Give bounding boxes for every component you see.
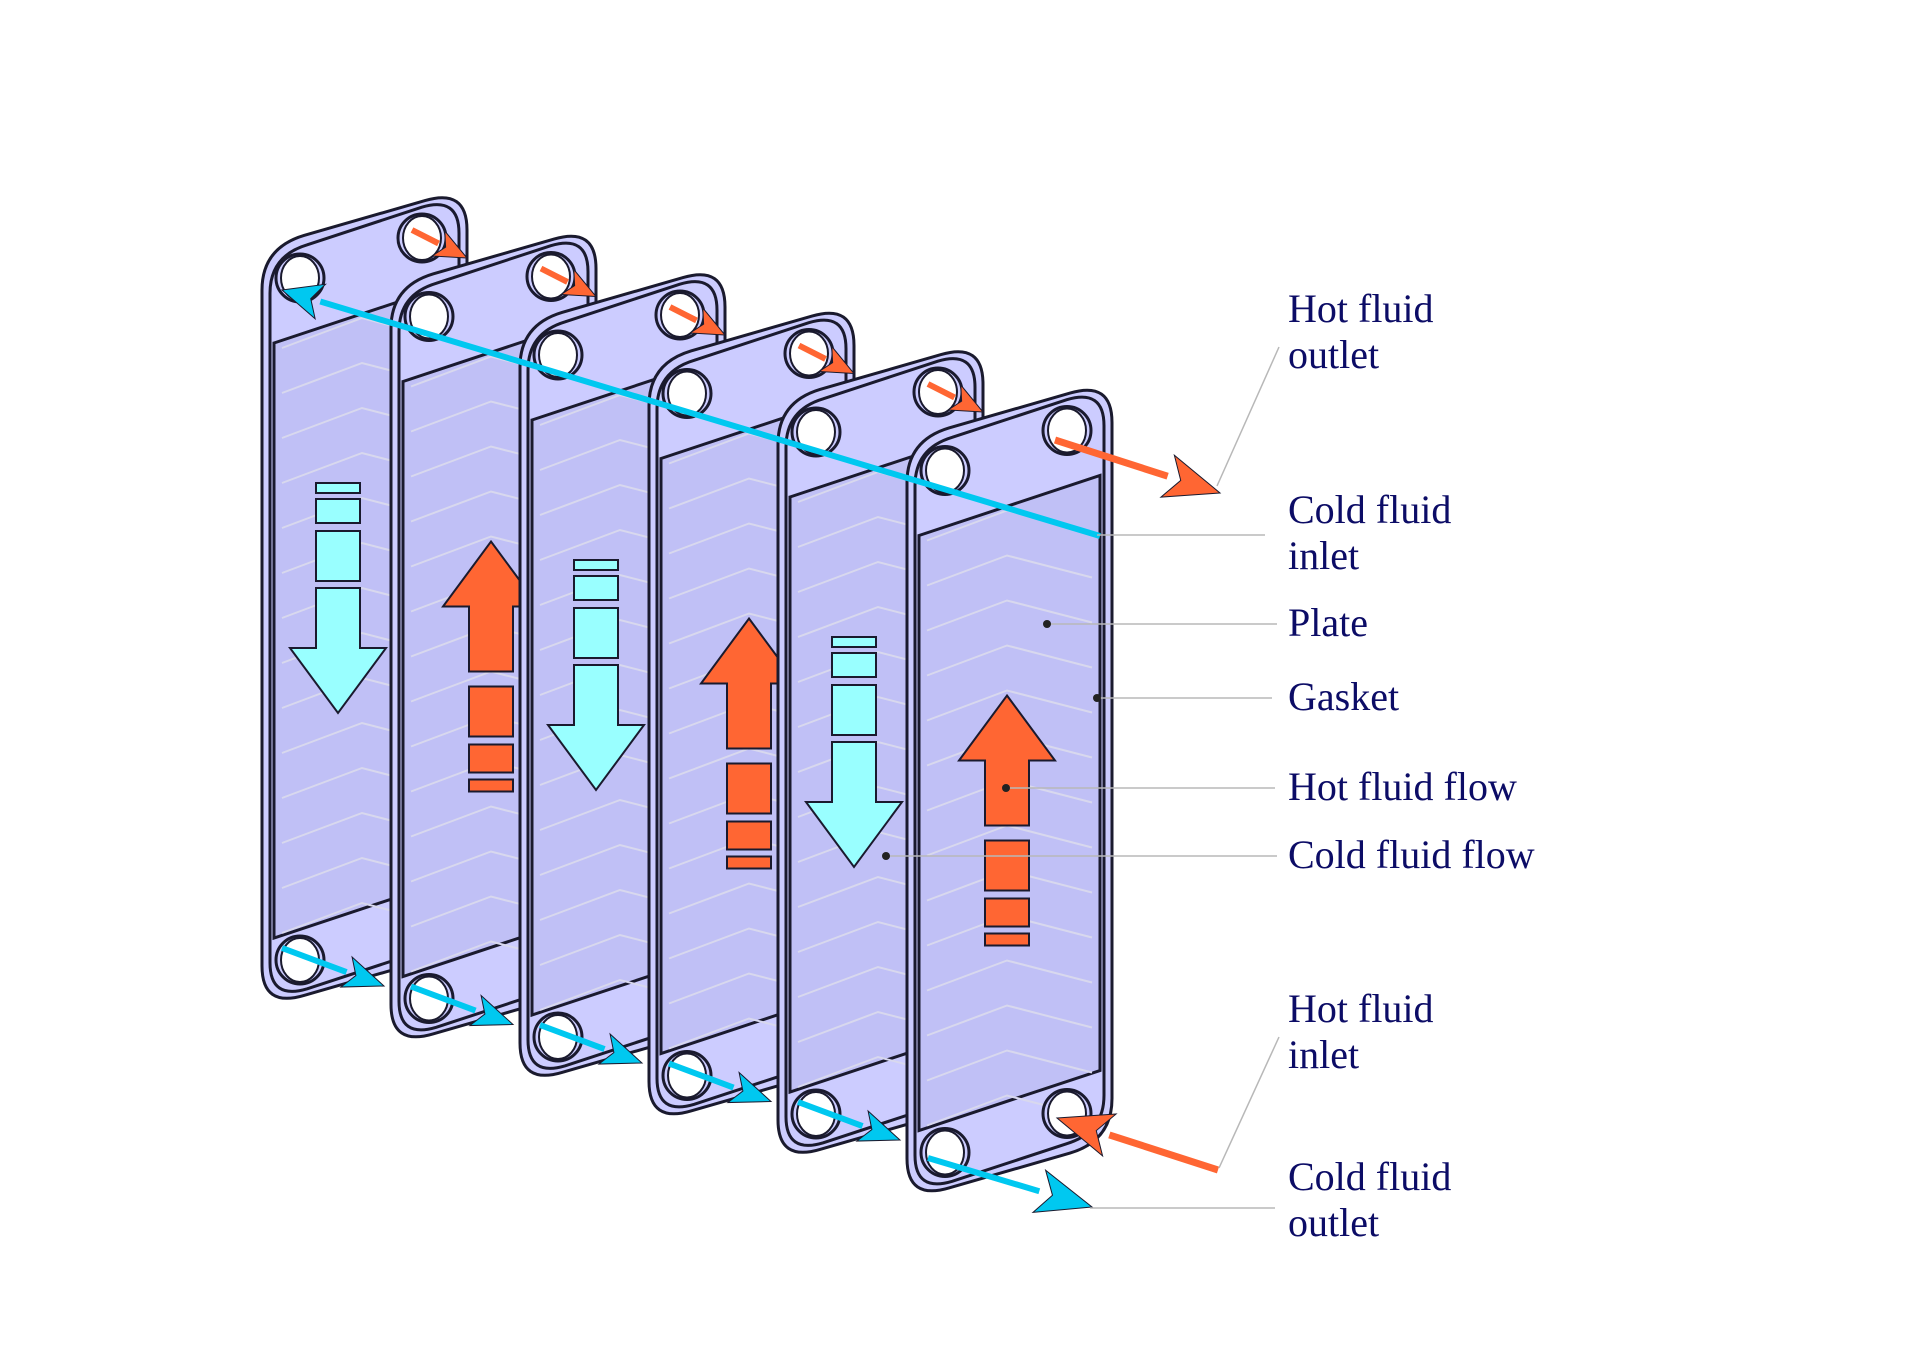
cold-flow-arrow-seg-0 <box>315 482 361 494</box>
hot-outlet-shaft <box>1053 436 1169 480</box>
cold-port-arrow-shaft <box>667 1060 735 1091</box>
dot-cold-flow <box>882 852 890 860</box>
cold-flow-arrow-seg-2 <box>315 530 361 582</box>
label-cold-fluid-outlet-l2: outlet <box>1288 1200 1379 1245</box>
hot-flow-arrow-seg-1 <box>468 743 514 774</box>
label-hot-fluid-outlet-l2: outlet <box>1288 332 1379 377</box>
chevron-line <box>926 689 1093 722</box>
plate-stack <box>260 196 1222 1213</box>
hot-port-arrow-head <box>817 345 856 375</box>
cold-flow-arrow-seg-2 <box>573 607 619 659</box>
cold-inlet-shaft <box>319 298 1101 539</box>
port-hole <box>409 293 449 340</box>
label-hot-fluid-outlet-l1: Hot fluid <box>1288 286 1434 331</box>
label-cold-fluid-flow: Cold fluid flow <box>1288 832 1535 877</box>
hot-port-arrow-head <box>688 306 727 336</box>
label-hot-fluid-inlet-l1: Hot fluid <box>1288 986 1434 1031</box>
hot-flow-arrow-head <box>957 693 1057 827</box>
hot-inlet-head <box>1055 1113 1118 1158</box>
label-cold-fluid-outlet-l1: Cold fluid <box>1288 1154 1451 1199</box>
cold-flow-arrow-seg-1 <box>831 652 877 678</box>
dot-hot-flow <box>1002 784 1010 792</box>
chevron-line <box>926 959 1093 992</box>
plate-6 <box>905 388 1114 1193</box>
hot-flow-arrow <box>441 539 541 793</box>
label-plate: Plate <box>1288 600 1368 645</box>
hot-flow-arrow-seg-1 <box>726 820 772 851</box>
label-hot-fluid-inlet-l2: inlet <box>1288 1032 1359 1077</box>
hot-flow-arrow <box>699 616 799 870</box>
hot-port-arrow-shaft <box>926 381 956 401</box>
cold-flow-arrow <box>546 559 646 792</box>
cold-flow-arrow-seg-1 <box>573 575 619 601</box>
leader-hot-outlet <box>1216 346 1280 487</box>
hot-outlet-head <box>1159 453 1222 498</box>
chevron-line <box>926 644 1093 677</box>
chevron-line <box>926 1049 1093 1082</box>
leader-lines <box>886 346 1280 1209</box>
cold-flow-arrow <box>804 636 904 869</box>
labels: Hot fluid outlet Cold fluid inlet Plate … <box>1288 286 1535 1245</box>
cold-port-arrow-shaft <box>409 983 477 1014</box>
cold-port-arrow-head <box>855 1109 902 1142</box>
hot-inlet-shaft <box>1108 1131 1220 1174</box>
cold-port-arrow-head <box>468 994 515 1027</box>
dot-gasket <box>1093 694 1101 702</box>
cold-flow-arrow <box>288 482 388 715</box>
chevron-line <box>926 599 1093 632</box>
cold-flow-arrow-seg-1 <box>315 498 361 524</box>
leader-hot-inlet <box>1218 1036 1280 1169</box>
hot-flow-arrow-seg-2 <box>984 932 1030 947</box>
cold-port-arrow-head <box>726 1071 773 1104</box>
dot-plate <box>1043 620 1051 628</box>
hot-port-arrow-head <box>559 268 598 298</box>
chevron-line <box>926 1004 1093 1037</box>
label-cold-fluid-inlet-l2: inlet <box>1288 533 1359 578</box>
gasket <box>913 395 1106 1186</box>
cold-outlet-head <box>1031 1168 1094 1213</box>
hot-port-arrow-head <box>430 229 469 259</box>
cold-outlet-shaft <box>927 1155 1041 1195</box>
hot-port-arrow-shaft <box>668 304 698 324</box>
cold-flow-arrow-head <box>288 587 388 715</box>
leader-dots <box>882 620 1101 860</box>
cold-flow-arrow-head <box>804 741 904 869</box>
label-hot-fluid-flow: Hot fluid flow <box>1288 764 1517 809</box>
cold-inlet-head <box>280 283 327 321</box>
hot-flow-arrow-seg-0 <box>984 839 1030 892</box>
label-gasket: Gasket <box>1288 674 1399 719</box>
hot-inlet-arrow <box>1055 1113 1220 1174</box>
hot-flow-arrow-seg-2 <box>726 855 772 870</box>
hot-port-arrow-shaft <box>539 265 569 285</box>
port-hole <box>667 370 707 417</box>
cold-port-arrow-shaft <box>796 1099 864 1129</box>
cold-flow-arrow-seg-2 <box>831 684 877 736</box>
hot-outlet-arrow <box>1053 436 1222 498</box>
cold-port-arrow-head <box>597 1032 644 1065</box>
hot-port-arrow-head <box>946 383 985 413</box>
hot-port-arrow-shaft <box>797 342 827 362</box>
cold-flow-arrow-seg-0 <box>573 559 619 571</box>
hot-flow-arrow-seg-1 <box>984 897 1030 928</box>
chevron-line <box>926 554 1093 587</box>
port-hole <box>796 409 836 455</box>
port-hole <box>538 332 578 378</box>
hot-flow-arrow <box>957 693 1057 947</box>
hot-flow-arrow-seg-0 <box>726 762 772 815</box>
cold-flow-arrow-seg-0 <box>831 636 877 648</box>
label-cold-fluid-inlet-l1: Cold fluid <box>1288 487 1451 532</box>
cold-port-arrow-shaft <box>538 1022 606 1052</box>
cold-port-arrow-head <box>339 955 386 988</box>
cold-flow-arrow-head <box>546 664 646 792</box>
hot-port-arrow-shaft <box>410 227 440 247</box>
cold-inlet-arrow <box>280 283 1101 539</box>
cold-port-arrow-shaft <box>280 945 348 975</box>
cold-outlet-arrow <box>927 1155 1094 1213</box>
hot-flow-arrow-seg-0 <box>468 685 514 738</box>
hot-flow-arrow-seg-2 <box>468 778 514 793</box>
